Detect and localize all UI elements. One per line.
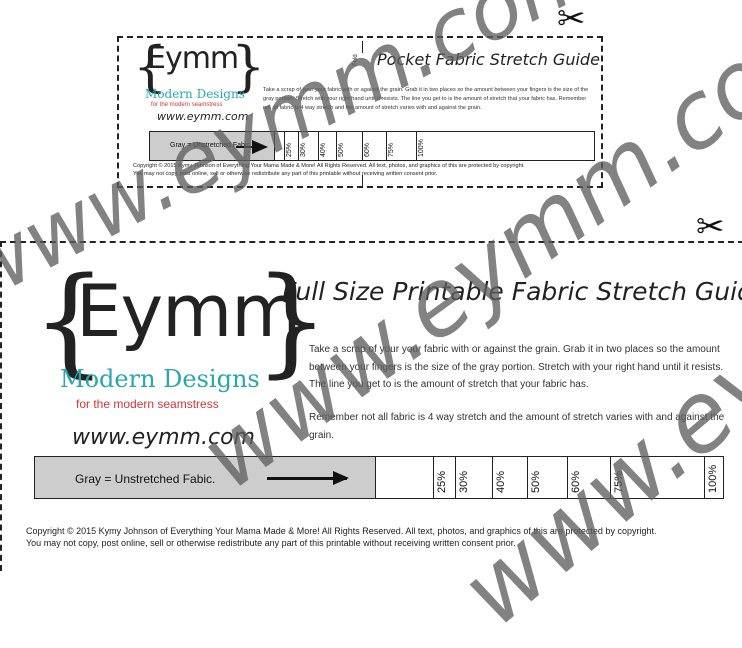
fold-label: Fold (353, 54, 359, 66)
logo-brace-close: } (231, 35, 266, 98)
logo-tagline: for the modern seamstress (151, 102, 223, 108)
scissors-icon: ✂ (696, 208, 725, 246)
stretch-tick (318, 132, 319, 160)
stretch-tick-label: 25% (286, 142, 293, 157)
logo-subtitle: Modern Designs (60, 365, 260, 393)
copyright-line-1: Copyright © 2015 Kymy Johnson of Everyth… (133, 163, 525, 169)
logo-name: Eymm (147, 41, 239, 76)
stretch-tick (336, 132, 337, 160)
gray-label: Gray = Unstretched Fabic. (170, 142, 252, 149)
full-guide-title: Full Size Printable Fabric Stretch Guide (282, 277, 742, 306)
stretch-tick (492, 457, 493, 498)
scissors-icon: ✂ (557, 0, 586, 38)
stretch-tick (704, 457, 705, 498)
gray-label: Gray = Unstretched Fabic. (75, 472, 216, 486)
stretch-tick (284, 132, 285, 160)
copyright-line-2: You may not copy, post online, sell or o… (26, 538, 516, 549)
stretch-tick-label: 30% (458, 470, 470, 493)
stretch-tick-label: 40% (495, 470, 507, 493)
stretch-tick-label: 75% (388, 142, 395, 157)
copyright-line-1: Copyright © 2015 Kymy Johnson of Everyth… (26, 526, 657, 536)
stretch-tick-label: 40% (320, 142, 327, 157)
logo-url: www.eymm.com (157, 110, 249, 123)
stretch-tick-label: 60% (570, 470, 582, 493)
stretch-tick-label: 25% (436, 470, 448, 493)
stretch-tick (386, 132, 387, 160)
stretch-tick (455, 457, 456, 498)
logo-tagline: for the modern seamstress (76, 397, 219, 411)
logo-brace-close: } (254, 251, 330, 389)
stretch-tick (610, 457, 611, 498)
full-size-guide-card: { Eymm } Modern Designs for the modern s… (0, 241, 742, 571)
stretch-tick-label: 30% (300, 142, 307, 157)
pocket-copyright: Copyright © 2015 Kymy Johnson of Everyth… (133, 163, 525, 178)
stretch-tick (416, 132, 417, 160)
fold-line (362, 41, 363, 53)
full-guide-instructions: Take a scrap of your your fabric with or… (309, 344, 724, 390)
pocket-guide-title: Pocket Fabric Stretch Guide (377, 50, 600, 69)
stretch-tick-label: 60% (364, 142, 371, 157)
pocket-guide-card: { Eymm } Modern Designs for the modern s… (117, 36, 603, 188)
stretch-tick-label: 100% (707, 464, 719, 493)
stretch-tick-label: 50% (530, 470, 542, 493)
stretch-tick (527, 457, 528, 498)
stretch-tick (298, 132, 299, 160)
full-copyright: Copyright © 2015 Kymy Johnson of Everyth… (26, 525, 656, 549)
logo-brace-open: { (32, 251, 108, 389)
arrow-icon (267, 477, 347, 480)
arrow-icon (236, 146, 266, 148)
full-stretch-scale: Gray = Unstretched Fabic. 25% 30% 40% 50% 60… (34, 456, 724, 499)
logo-url: www.eymm.com (72, 425, 255, 450)
stretch-tick-label: 100% (418, 139, 425, 157)
pocket-stretch-scale: Gray = Unstretched Fabic. 25% 30% 40% 50% 60… (149, 131, 595, 161)
stretch-tick-label: 50% (338, 142, 345, 157)
stretch-tick (362, 132, 363, 160)
logo-subtitle: Modern Designs (145, 87, 245, 101)
pocket-guide-instructions: Take a scrap of your your fabric with or… (263, 87, 589, 111)
logo-brace-open: { (133, 35, 168, 98)
stretch-tick (567, 457, 568, 498)
fold-line (362, 175, 363, 187)
stretch-tick (433, 457, 434, 498)
copyright-line-2: You may not copy, post online, sell or o… (133, 170, 438, 177)
logo-name: Eymm (76, 269, 301, 353)
full-guide-note: Remember not all fabric is 4 way stretch… (309, 412, 725, 441)
stretch-tick-label: 75% (613, 470, 625, 493)
